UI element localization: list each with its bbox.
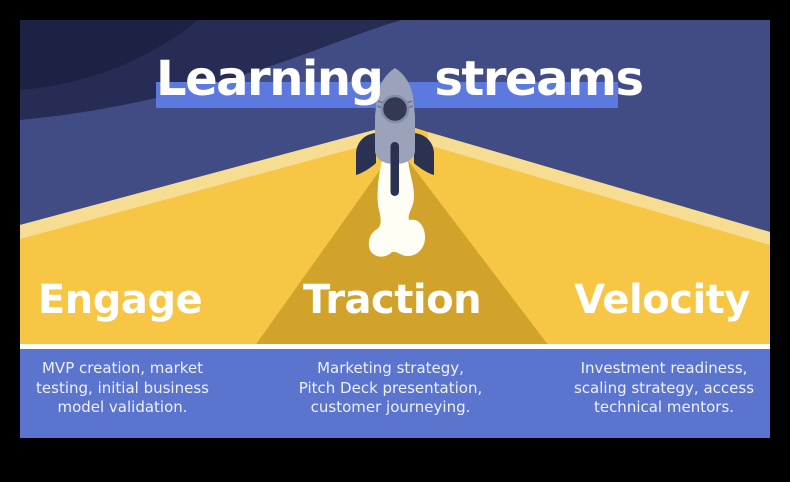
description-line: MVP creation, market bbox=[41, 359, 204, 377]
description-line: Investment readiness, bbox=[580, 359, 748, 377]
band-separator-line bbox=[20, 344, 770, 349]
navy-corner-shape bbox=[20, 20, 198, 90]
rocket-fin-left bbox=[356, 133, 376, 175]
rocket-flame bbox=[368, 160, 426, 257]
rocket-nozzle-rod bbox=[390, 142, 399, 196]
rocket-icon bbox=[356, 68, 434, 196]
beam-edge-right bbox=[428, 132, 770, 245]
description-line: scaling strategy, access bbox=[573, 378, 755, 397]
description-line: technical mentors. bbox=[593, 398, 735, 416]
beam-edge-left bbox=[20, 123, 400, 239]
description-line: testing, initial business bbox=[36, 378, 209, 397]
slide-canvas: Learning streams Engage Traction Velocit… bbox=[20, 20, 770, 438]
slide-artwork bbox=[20, 20, 770, 438]
description-velocity: Investment readiness, scaling strategy, … bbox=[550, 359, 770, 418]
rocket-fin-right bbox=[414, 133, 434, 175]
heading-velocity: Velocity bbox=[574, 277, 750, 323]
rocket-window bbox=[380, 94, 410, 124]
description-line: Pitch Deck presentation, bbox=[298, 378, 483, 397]
description-line: model validation. bbox=[57, 398, 188, 416]
heading-engage: Engage bbox=[37, 277, 203, 323]
description-engage: MVP creation, market testing, initial bu… bbox=[20, 359, 225, 418]
title-word-learning: Learning bbox=[156, 51, 384, 107]
description-line: Marketing strategy, bbox=[317, 359, 464, 377]
description-traction: Marketing strategy, Pitch Deck presentat… bbox=[278, 359, 503, 418]
title-word-streams: streams bbox=[434, 51, 644, 107]
description-line: customer journeying. bbox=[310, 398, 471, 416]
heading-traction: Traction bbox=[302, 277, 482, 323]
bottom-band bbox=[20, 349, 770, 438]
page-title: Learning streams bbox=[156, 51, 644, 107]
